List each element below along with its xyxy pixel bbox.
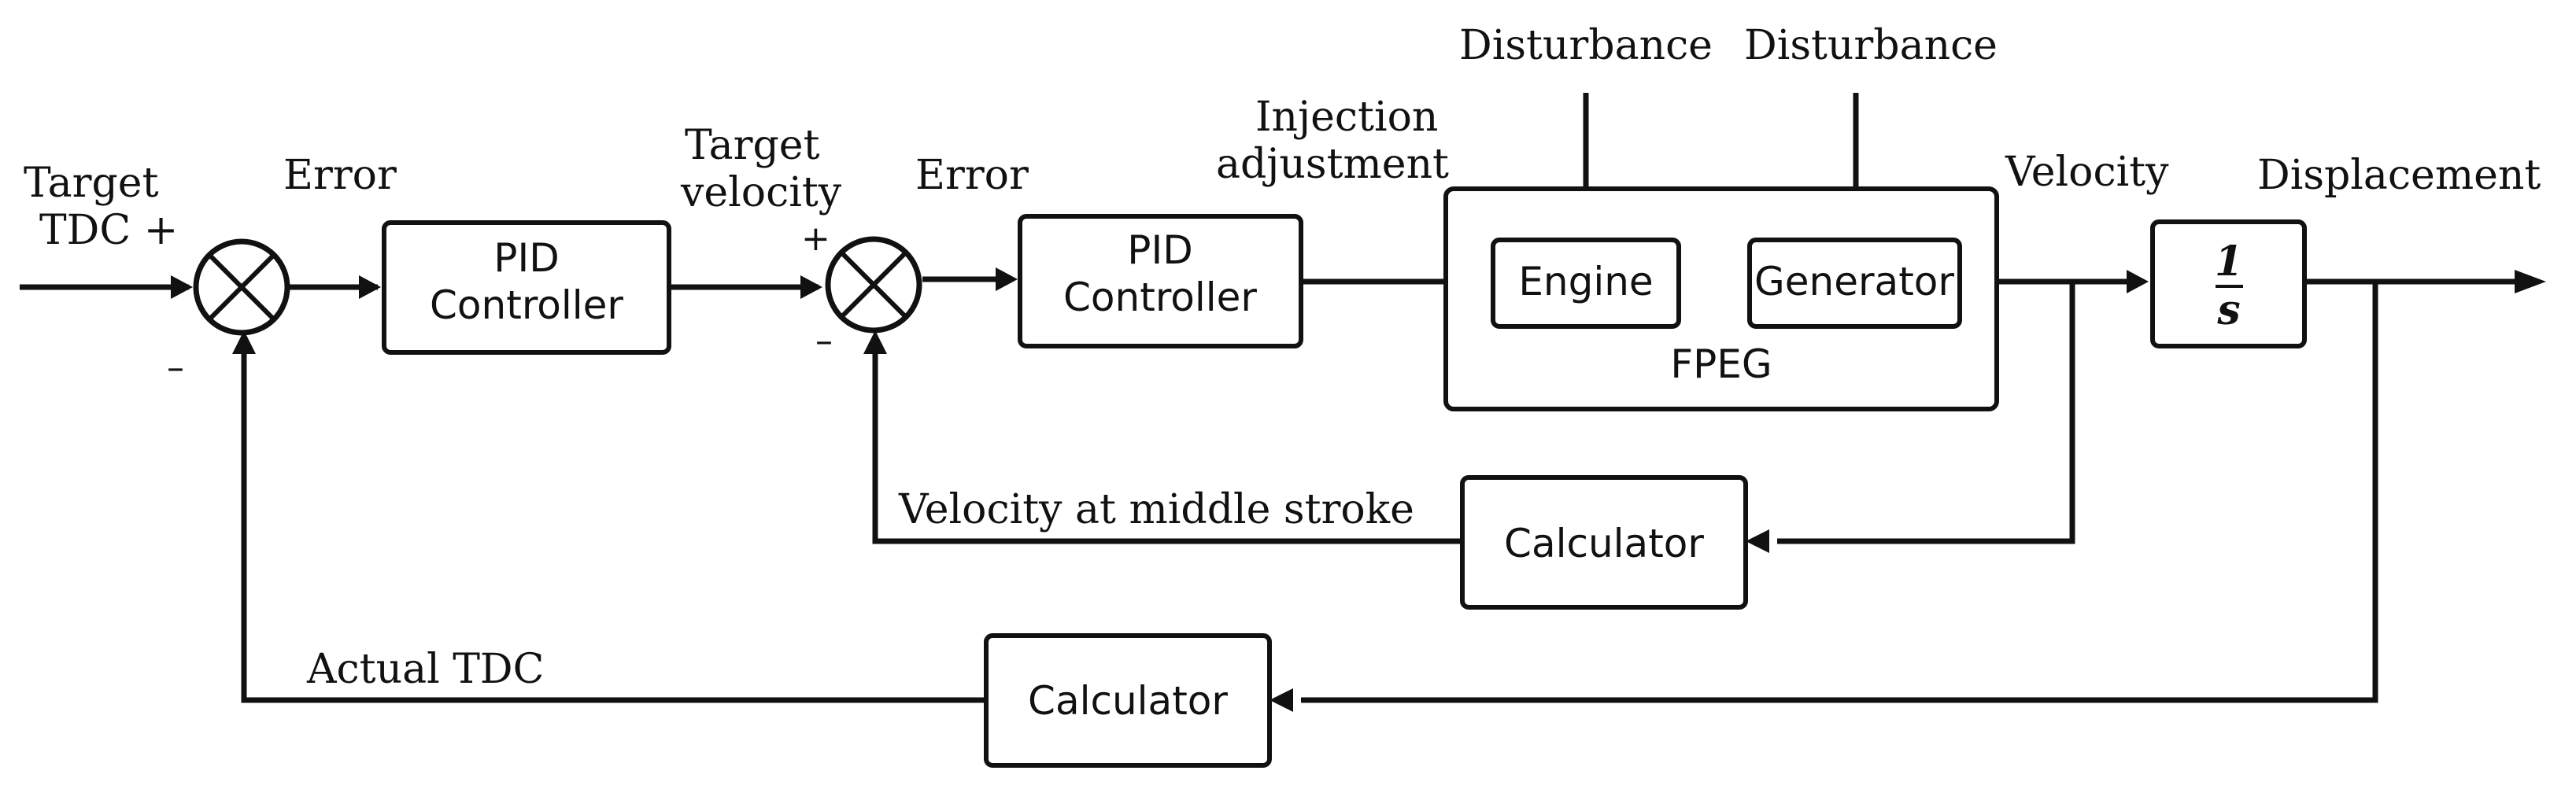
target-tdc-label-line1: Target [24,160,159,207]
target-velocity-label-line1: Target [685,122,820,169]
integrator-box [2150,219,2307,348]
velocity-label: Velocity [2005,149,2169,196]
pid-controller-2-box [1018,214,1303,348]
wire-velocity-feedback-out [872,351,1462,544]
minus-sign-2: – [815,321,833,361]
target-tdc-label-line2: TDC + [39,207,178,254]
wire-tdc-feedback-in [1301,282,2378,703]
target-velocity-label-line2: velocity [680,169,842,216]
actual-tdc-label: Actual TDC [306,646,544,693]
pid-1-label-line2: Controller [430,282,623,328]
generator-box [1747,238,1962,329]
calculator-velocity-label: Calculator [1504,521,1704,566]
integrator-numerator: 1 [2215,238,2243,286]
arrow-into-sum1-feedback [232,330,256,354]
injection-label-line1: Injection [1255,94,1438,141]
injection-label-line2: adjustment [1216,141,1449,188]
arrow-into-pid1 [359,275,381,299]
velocity-mid-stroke-label: Velocity at middle stroke [898,486,1414,533]
pid-1-label-line1: PID [493,235,559,281]
arrow-into-sum1 [171,275,193,299]
arrow-into-sum2-feedback [863,330,887,354]
plus-sign-2: + [801,219,830,259]
pid-2-label-line2: Controller [1063,275,1257,320]
arrow-into-calc-velocity [1746,529,1769,553]
calculator-velocity-box [1460,475,1748,610]
engine-label: Engine [1518,259,1653,304]
error-2-label: Error [915,152,1029,199]
disturbance-2-label: Disturbance [1744,22,1998,69]
pid-controller-1-box [382,220,671,355]
minus-sign-1: – [167,348,184,388]
arrow-into-integrator [2127,270,2149,293]
disturbance-1-label: Disturbance [1459,22,1713,69]
summing-junction-1 [193,238,290,336]
sum-1-cross-b [207,253,276,322]
wire-velocity-feedback-in [1777,282,2075,544]
fpeg-label: FPEG [1670,341,1772,387]
pid-2-label-line1: PID [1127,227,1192,273]
integrator-denominator: s [2216,286,2240,334]
calculator-tdc-box [984,633,1272,768]
error-1-label: Error [283,152,397,199]
arrow-into-calc-tdc [1270,688,1293,712]
displacement-label: Displacement [2257,152,2541,199]
arrow-into-pid2 [996,267,1018,291]
generator-label: Generator [1754,259,1954,304]
summing-junction-2 [825,236,922,334]
arrow-output [2515,270,2546,293]
feedback-wires [241,282,2378,703]
arrow-into-sum2 [800,275,822,299]
calculator-tdc-label: Calculator [1028,678,1228,724]
engine-box [1491,238,1681,329]
sum-2-cross-b [839,250,908,319]
wire-tdc-feedback-out [241,351,986,703]
